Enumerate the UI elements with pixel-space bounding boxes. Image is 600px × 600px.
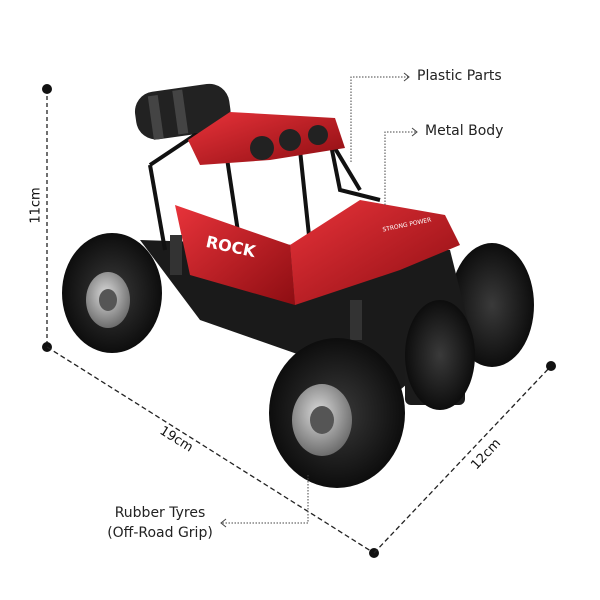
plastic-parts-label: Plastic Parts [417,68,502,84]
height-dimension-label: 11cm [28,187,44,224]
front-left-wheel [269,338,405,488]
roof-cylinder [134,83,231,140]
rear-left-wheel [62,233,162,353]
rc-car-image: ROCK STRONG POWER [62,83,534,488]
front-right-wheel [405,300,475,410]
metal-body-label: Metal Body [425,123,504,139]
rubber-tyres-leader [220,475,309,528]
rubber-tyres-label-line1: Rubber Tyres [114,505,206,521]
rubber-tyres-label-line2: (Off-Road Grip) [107,525,213,541]
plastic-parts-leader [350,72,410,162]
metal-body-leader [384,127,418,205]
width-dimension-line [373,361,556,554]
